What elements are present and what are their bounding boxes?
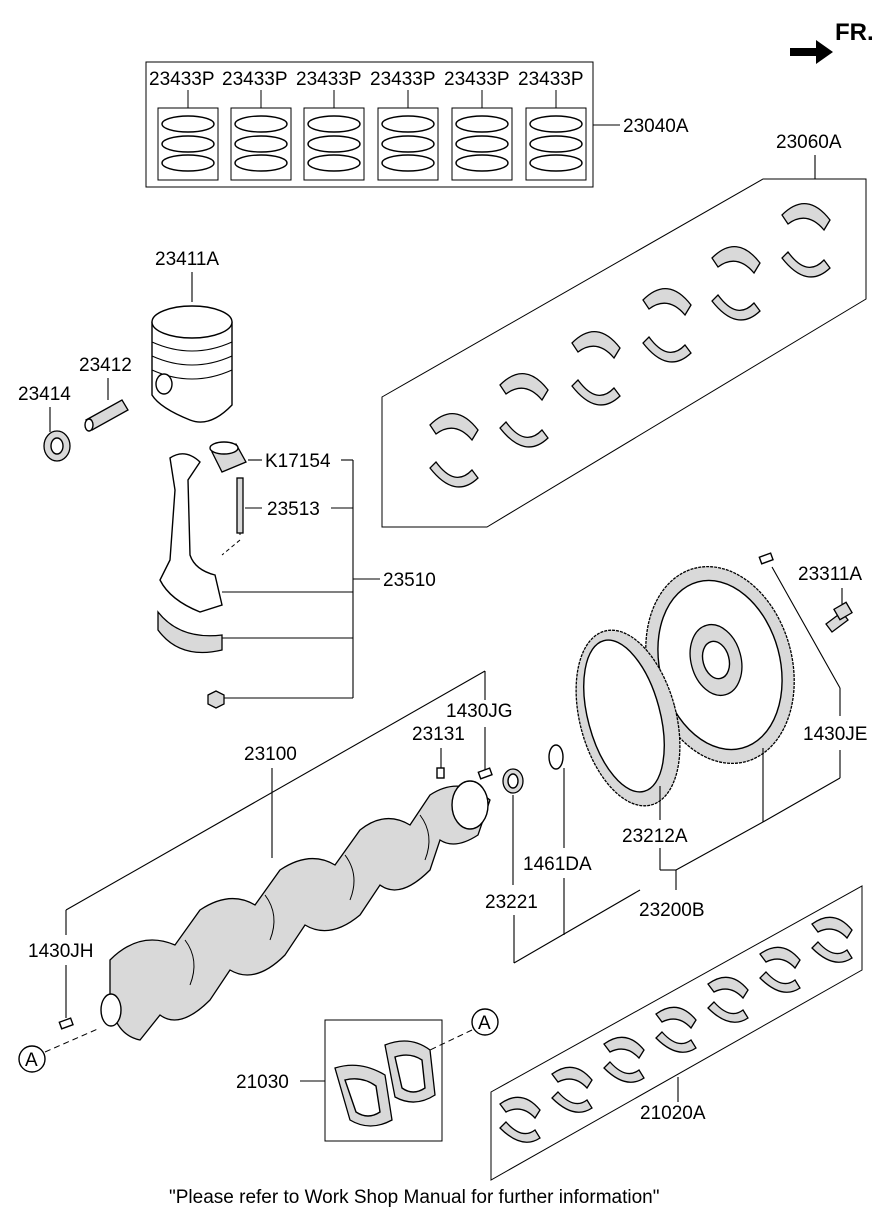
crank-key-pin-label: 1430JG — [446, 701, 513, 722]
ring-cell-1 — [157, 90, 219, 181]
bolt-label: 23311A — [798, 564, 862, 585]
thrust-washer-label: 21030 — [236, 1072, 289, 1093]
piston-group: 23411A 23412 23414 — [18, 249, 233, 462]
rod-nut-icon — [207, 690, 225, 709]
upper-bearing-panel — [381, 178, 867, 528]
ring-cell-2 — [230, 90, 292, 181]
seal-ring-label: 1461DA — [523, 854, 592, 875]
rod-bearing-label: K17154 — [265, 451, 331, 472]
ring-label-6: 23433P — [518, 69, 584, 90]
thrust-washer-group: 21030 — [236, 1019, 443, 1142]
connecting-rod-label: 23510 — [383, 570, 436, 591]
key-label: 23131 — [412, 724, 465, 745]
flywheel-dowel-icon — [758, 552, 774, 565]
crankshaft-icon — [109, 785, 491, 1041]
lower-bearing-set-group: 21020A — [490, 885, 863, 1181]
ring-cell-6 — [525, 90, 587, 181]
front-direction-indicator: FR. — [790, 19, 874, 64]
upper-bearing-label: 23060A — [776, 132, 842, 153]
front-pin-icon — [58, 1017, 74, 1030]
flywheel-group: 1430JE 23311A 23212A 23200B — [513, 552, 867, 964]
crankshaft-label: 23100 — [244, 744, 297, 765]
snap-ring-label: 23414 — [18, 384, 71, 405]
piston-ring-set-group: 23433P 23433P 23433P 23433P 23433P 23433… — [145, 61, 689, 188]
connecting-rod-icon — [159, 453, 223, 613]
pilot-bearing-label: 23221 — [485, 892, 538, 913]
pilot-bearing-group: 23221 1461DA — [485, 744, 592, 945]
flywheel-dowel-label: 1430JE — [803, 724, 867, 745]
ref-a-left-label: A — [25, 1050, 38, 1071]
ring-label-1: 23433P — [149, 69, 215, 90]
upper-bearing-shells — [429, 202, 831, 488]
front-arrow-icon — [790, 40, 833, 64]
key-icon — [436, 767, 445, 779]
lower-bearing-panel — [490, 885, 863, 1181]
ring-cell-5 — [451, 90, 513, 181]
ref-a-right-label: A — [478, 1013, 491, 1034]
rod-bolt-icon — [236, 477, 244, 534]
ring-cell-4 — [377, 90, 439, 181]
reference-markers: A A — [18, 1008, 499, 1073]
ring-gear-label: 23212A — [622, 826, 688, 847]
rod-bolt-label: 23513 — [267, 499, 320, 520]
footer-note: "Please refer to Work Shop Manual for fu… — [169, 1187, 659, 1208]
lower-bearing-shells — [499, 916, 853, 1143]
flywheel-assy-label: 23200B — [639, 900, 705, 921]
seal-ring-icon — [548, 744, 564, 770]
rod-cap-icon — [157, 610, 223, 654]
crankshaft-group: 1430JH 1430JG 23131 23100 — [28, 670, 513, 1041]
ring-label-5: 23433P — [444, 69, 510, 90]
pin-front-label: 1430JH — [28, 941, 94, 962]
lower-bearing-label: 21020A — [640, 1103, 706, 1124]
front-label: FR. — [835, 19, 874, 46]
reference-a-marker-right — [471, 1008, 499, 1036]
connecting-rod-group: K17154 23513 23510 — [157, 441, 436, 709]
crank-pin-icon — [477, 767, 493, 780]
ring-cell-3 — [303, 90, 365, 181]
piston-label: 23411A — [155, 249, 219, 270]
piston-pin-label: 23412 — [79, 355, 132, 376]
ring-set-label: 23040A — [623, 116, 689, 137]
ring-label-2: 23433P — [222, 69, 288, 90]
reference-a-marker-left — [18, 1045, 46, 1073]
upper-bearing-set-group: 23060A — [381, 132, 867, 528]
ring-label-4: 23433P — [370, 69, 436, 90]
ring-label-3: 23433P — [296, 69, 362, 90]
